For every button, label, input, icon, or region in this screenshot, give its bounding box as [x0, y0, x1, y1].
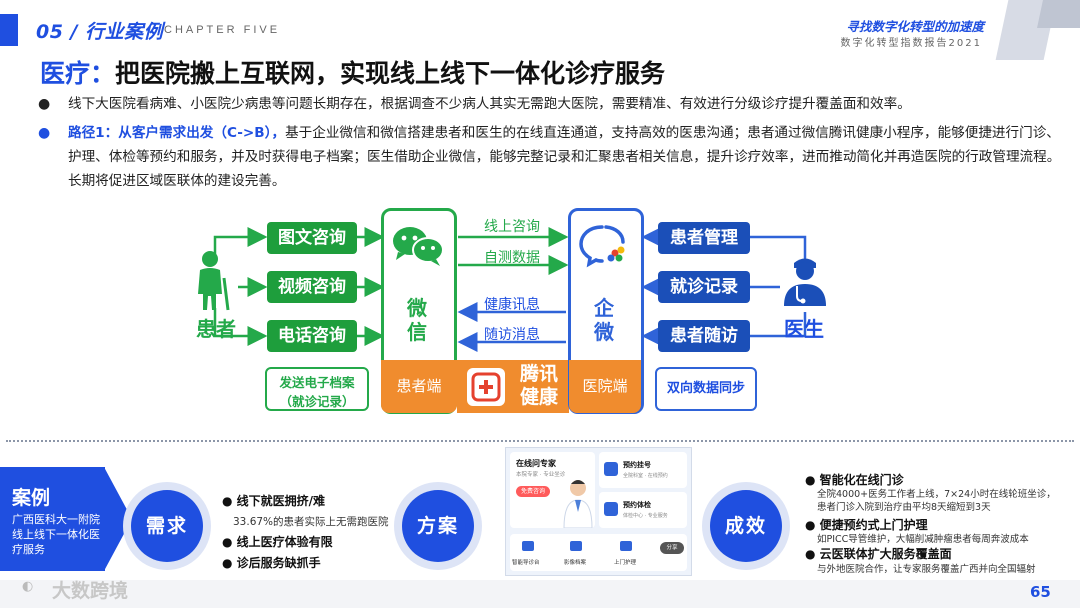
- watermark-logo-icon: ◐: [22, 579, 33, 594]
- need-item-2: ● 线上医疗体验有限: [222, 533, 333, 550]
- clipboard-icon: [604, 502, 618, 516]
- calendar-icon: [604, 462, 618, 476]
- app-tabbar: 智能导诊台 影像档案 上门护理 分享: [510, 534, 687, 571]
- app-tab-guide[interactable]: 智能导诊台: [512, 558, 540, 566]
- wechat-label: 微信: [403, 296, 431, 344]
- tencent-health-label: 腾讯健康: [515, 363, 563, 409]
- wework-label: 企微: [590, 296, 618, 344]
- service-visit-records: 就诊记录: [658, 271, 750, 303]
- doctor-photo-icon: [562, 476, 594, 528]
- home-care-icon: [620, 541, 632, 551]
- result-item-3-title: ● 云医联体扩大服务覆盖面: [805, 545, 952, 562]
- service-video-consult: 视频咨询: [267, 271, 357, 303]
- case-label: 案例: [12, 483, 50, 510]
- service-text-consult: 图文咨询: [267, 222, 357, 254]
- tencent-health-icon: [467, 368, 505, 406]
- wechat-icon: [390, 222, 446, 268]
- case-description: 广西医科大一附院线上线下一体化医疗服务: [12, 512, 108, 557]
- flow-followup: 随访消息: [484, 324, 540, 344]
- guide-icon: [522, 541, 534, 551]
- service-phone-consult: 电话咨询: [267, 320, 357, 352]
- flow-self-test: 自测数据: [484, 247, 540, 267]
- watermark: 大数跨境: [52, 576, 128, 603]
- wechat-footer: 患者端: [381, 360, 457, 413]
- patient-note-line2: （就诊记录）: [267, 391, 367, 410]
- patient-note-box: 发送电子档案 （就诊记录）: [265, 367, 369, 411]
- need-item-1: ● 线下就医拥挤/难: [222, 492, 325, 509]
- case-panel-arrow: [104, 467, 134, 571]
- wework-footer: 医院端: [569, 360, 641, 413]
- patient-note-line1: 发送电子档案: [267, 372, 367, 391]
- app-card-expert: 在线问专家 本院专家 · 专业坐诊 免费咨询: [510, 452, 595, 528]
- flow-online-consult: 线上咨询: [484, 216, 540, 236]
- need-sub: 33.67%的患者实际上无需跑医院: [233, 514, 389, 529]
- page-number: 65: [1030, 583, 1051, 601]
- result-item-1-title: ● 智能化在线门诊: [805, 471, 904, 488]
- wework-icon: [578, 222, 632, 268]
- plan-circle: 方案: [402, 490, 474, 562]
- patient-label: 患者: [196, 313, 236, 342]
- app-card-appointment-title: 预约挂号: [623, 460, 651, 470]
- app-card-button[interactable]: 免费咨询: [516, 486, 550, 497]
- app-card-sub: 本院专家 · 专业坐诊: [516, 470, 565, 478]
- app-card-title: 在线问专家: [516, 458, 556, 469]
- app-card-checkup-title: 预约体检: [623, 500, 651, 510]
- share-button[interactable]: 分享: [660, 542, 684, 554]
- doctor-note-box: 双向数据同步: [655, 367, 757, 411]
- result-item-1-desc: 全院4000+医务工作者上线，7×24小时在线轮班坐诊，患者门诊入院到治疗由平均…: [817, 488, 1057, 514]
- doctor-figure-icon: [782, 254, 828, 308]
- app-screenshot: 在线问专家 本院专家 · 专业坐诊 免费咨询 预约挂号 全院科室 · 在线预约 …: [505, 447, 692, 576]
- patient-figure-icon: [192, 250, 238, 312]
- result-item-3-desc: 与外地医院合作，让专家服务覆盖广西并向全国辐射: [817, 561, 1036, 575]
- app-card-appointment-sub: 全院科室 · 在线预约: [623, 472, 668, 479]
- result-circle: 成效: [710, 490, 782, 562]
- service-patient-mgmt: 患者管理: [658, 222, 750, 254]
- result-item-2-desc: 如PICC导管维护，大幅削减肿瘤患者每周奔波成本: [817, 531, 1029, 545]
- doctor-label: 医生: [784, 313, 824, 342]
- image-archive-icon: [570, 541, 582, 551]
- app-tab-homecare[interactable]: 上门护理: [614, 558, 636, 566]
- footer-bar: [0, 580, 1080, 608]
- flow-health-news: 健康讯息: [484, 294, 540, 314]
- service-followup: 患者随访: [658, 320, 750, 352]
- app-card-checkup[interactable]: 预约体检 体检中心 · 专业服务: [599, 492, 687, 528]
- section-divider: [6, 440, 1074, 442]
- need-item-3: ● 诊后服务缺抓手: [222, 554, 321, 571]
- app-tab-images[interactable]: 影像档案: [564, 558, 586, 566]
- app-card-checkup-sub: 体检中心 · 专业服务: [623, 512, 668, 519]
- app-card-appointment[interactable]: 预约挂号 全院科室 · 在线预约: [599, 452, 687, 488]
- need-circle: 需求: [131, 490, 203, 562]
